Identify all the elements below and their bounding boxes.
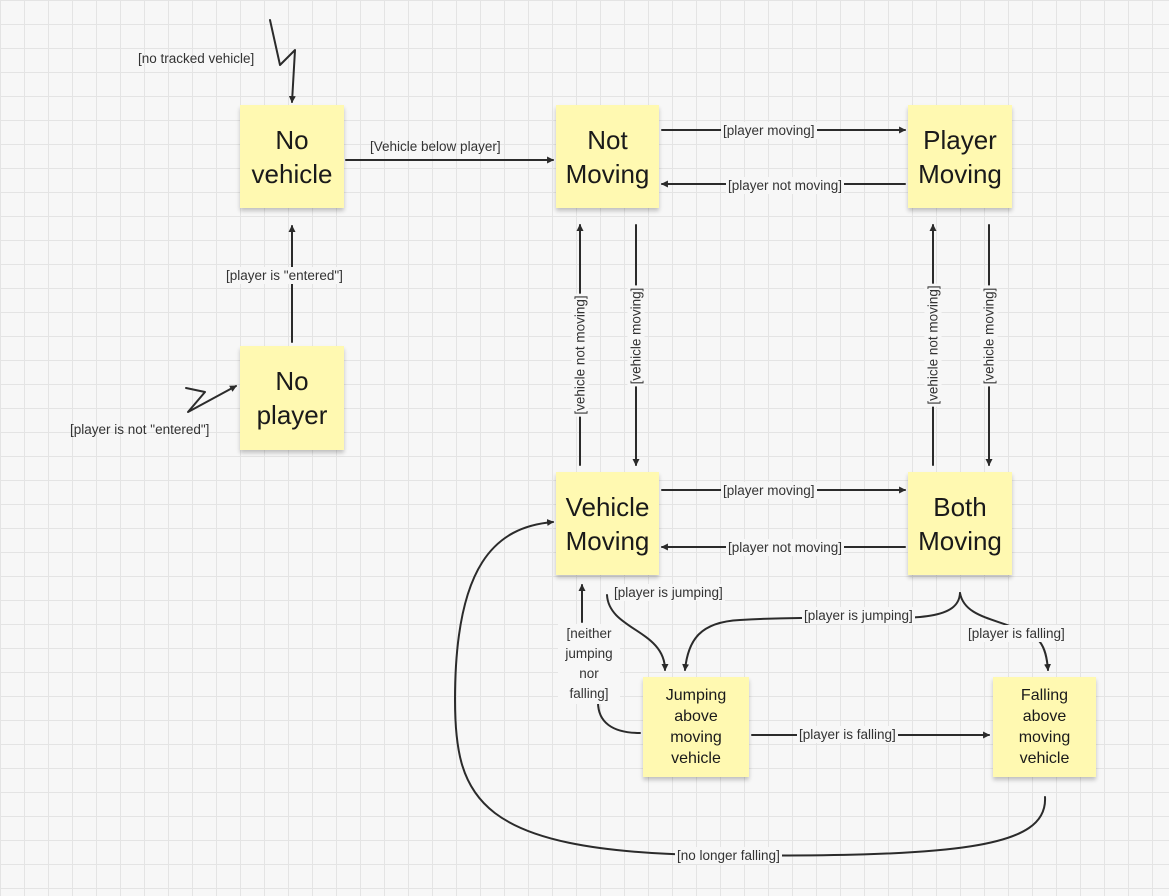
label-vehicle-below-player: [Vehicle below player] bbox=[370, 139, 501, 154]
state-player-moving: Player Moving bbox=[908, 105, 1012, 208]
state-vehicle-moving: Vehicle Moving bbox=[556, 472, 659, 575]
arrow-no-longer-falling bbox=[454, 519, 1047, 857]
label-right-vehicle-moving: [vehicle moving] bbox=[980, 285, 998, 387]
state-both-moving: Both Moving bbox=[908, 472, 1012, 575]
label-bottom-player-not-moving: [player not moving] bbox=[726, 539, 845, 556]
label-no-longer-falling: [no longer falling] bbox=[675, 847, 782, 864]
label-right-vehicle-not-moving: [vehicle not moving] bbox=[924, 283, 942, 407]
label-no-tracked-vehicle: [no tracked vehicle] bbox=[138, 51, 255, 66]
label-both-player-falling: [player is falling] bbox=[966, 625, 1067, 642]
state-falling-above-moving-vehicle: Falling above moving vehicle bbox=[993, 677, 1096, 777]
initial-arrow-no-player bbox=[185, 385, 237, 413]
label-vehicle-player-jumping: [player is jumping] bbox=[612, 584, 725, 601]
initial-arrow-no-vehicle bbox=[269, 19, 296, 104]
state-no-vehicle: No vehicle bbox=[240, 105, 344, 208]
label-both-player-jumping: [player is jumping] bbox=[802, 607, 915, 624]
label-top-player-moving: [player moving] bbox=[721, 122, 817, 139]
label-jumping-player-falling: [player is falling] bbox=[797, 726, 898, 743]
arrow-neither-jumping-nor-falling bbox=[597, 701, 641, 734]
label-top-player-not-moving: [player not moving] bbox=[726, 177, 845, 194]
label-left-vehicle-not-moving: [vehicle not moving] bbox=[571, 293, 589, 417]
label-player-entered: [player is "entered"] bbox=[224, 267, 345, 284]
state-no-player: No player bbox=[240, 346, 344, 450]
label-left-vehicle-moving: [vehicle moving] bbox=[627, 285, 645, 387]
label-player-not-entered: [player is not "entered"] bbox=[70, 422, 210, 437]
arrow-both-jumping bbox=[682, 592, 961, 672]
state-jumping-above-moving-vehicle: Jumping above moving vehicle bbox=[643, 677, 749, 777]
label-bottom-player-moving: [player moving] bbox=[721, 482, 817, 499]
state-not-moving: Not Moving bbox=[556, 105, 659, 208]
arrow-vehicle-jumping bbox=[606, 594, 669, 672]
label-neither-jumping-nor-falling: [neither jumping nor falling] bbox=[558, 624, 620, 704]
